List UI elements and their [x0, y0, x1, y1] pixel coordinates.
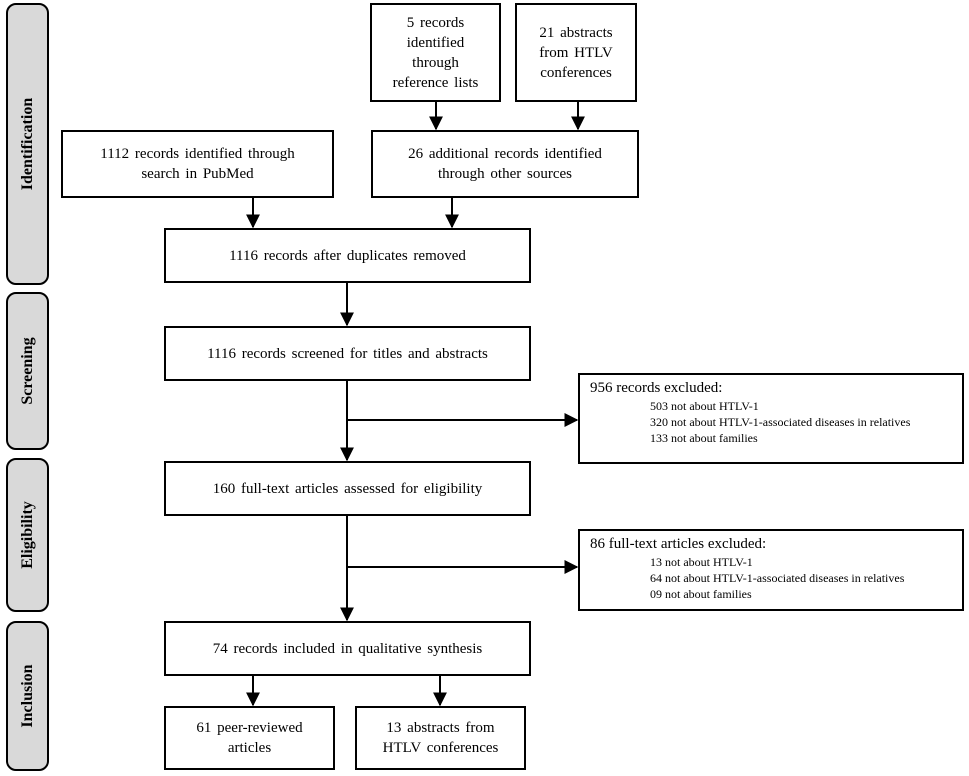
box-full-text: 160 full-text articles assessed for elig…	[164, 461, 531, 516]
box-pubmed: 1112 records identified through search i…	[61, 130, 334, 198]
box-line: 160 full-text articles assessed for elig…	[212, 480, 483, 497]
excluded-title: 86 full-text articles excluded:	[590, 536, 767, 552]
excluded-title: 956 records excluded:	[590, 380, 723, 396]
box-peer-reviewed: 61 peer-reviewed articles	[164, 706, 335, 770]
box-htlv-abstracts: 21 abstracts from HTLV conferences	[515, 3, 637, 102]
box-line: 61 peer-reviewed	[196, 720, 303, 736]
box-conference-abstracts: 13 abstracts from HTLV conferences	[355, 706, 526, 770]
excluded-item: 13 not about HTLV-1	[650, 555, 753, 569]
excluded-item: 133 not about families	[650, 431, 758, 445]
box-line: HTLV conferences	[382, 740, 499, 756]
stage-screening: Screening	[6, 292, 49, 450]
box-line: 21 abstracts	[539, 24, 613, 41]
box-after-duplicates: 1116 records after duplicates removed	[164, 228, 531, 283]
excluded-screening-box: 956 records excluded: 503 not about HTLV…	[578, 373, 964, 464]
box-other-sources: 26 additional records identified through…	[371, 130, 639, 198]
excluded-item: 64 not about HTLV-1-associated diseases …	[650, 571, 905, 585]
excluded-item: 503 not about HTLV-1	[650, 399, 759, 413]
box-line: reference lists	[392, 74, 479, 91]
box-line: 1116 records screened for titles and abs…	[207, 345, 488, 362]
box-line: articles	[227, 740, 272, 756]
box-line: search in PubMed	[141, 166, 254, 182]
box-line: 26 additional records identified	[408, 146, 602, 162]
box-line: 1116 records after duplicates removed	[229, 247, 466, 264]
stage-eligibility: Eligibility	[6, 458, 49, 612]
box-line: from HTLV	[539, 44, 613, 61]
box-line: 13 abstracts from	[386, 720, 495, 736]
excluded-eligibility-box: 86 full-text articles excluded: 13 not a…	[578, 529, 964, 611]
box-line: identified	[406, 34, 465, 51]
box-line: through	[412, 54, 459, 71]
box-line: 1112 records identified through	[100, 146, 295, 162]
box-line: 5 records	[406, 14, 465, 31]
excluded-item: 320 not about HTLV-1-associated diseases…	[650, 415, 911, 429]
stage-identification: Identification	[6, 3, 49, 285]
box-reference-lists: 5 records identified through reference l…	[370, 3, 501, 102]
stage-inclusion: Inclusion	[6, 621, 49, 771]
box-line: 74 records included in qualitative synth…	[212, 640, 483, 657]
excluded-item: 09 not about families	[650, 587, 752, 601]
box-screened: 1116 records screened for titles and abs…	[164, 326, 531, 381]
box-included: 74 records included in qualitative synth…	[164, 621, 531, 676]
box-line: through other sources	[438, 166, 572, 182]
box-line: conferences	[540, 64, 612, 81]
